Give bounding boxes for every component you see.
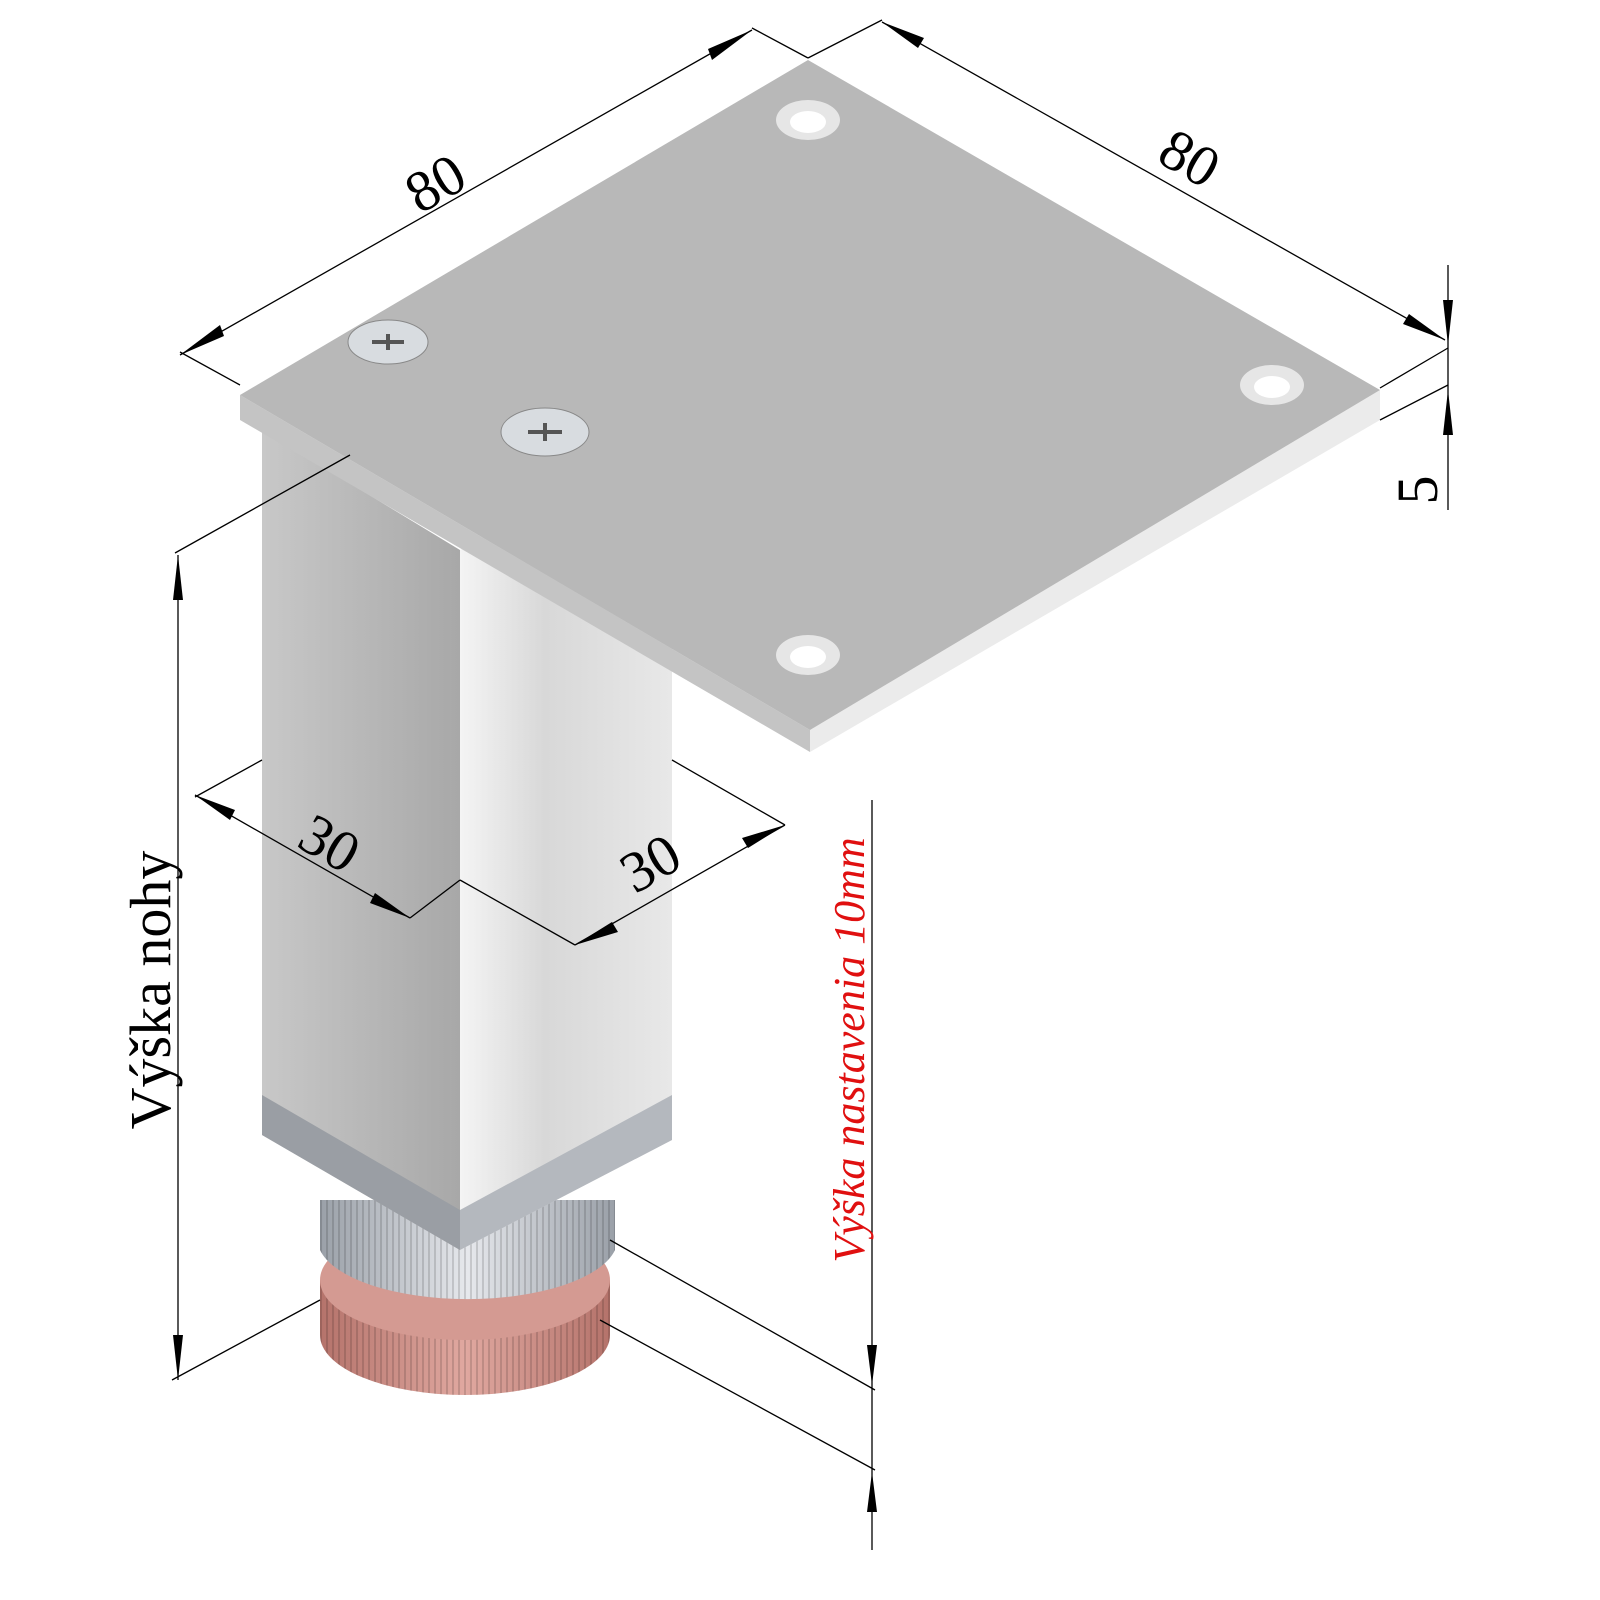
mounting-hole xyxy=(776,100,840,140)
dimension-lines xyxy=(171,19,1453,1550)
mounting-hole xyxy=(776,635,840,675)
plate-width-label: 80 xyxy=(394,140,477,225)
plate-thickness-label: 5 xyxy=(1385,476,1450,505)
screw-icon xyxy=(500,407,590,457)
adjustment-label: Výška nastavenia 10mm xyxy=(825,837,874,1262)
leg-height-label: Výška nohy xyxy=(118,851,183,1130)
plate-depth-label: 80 xyxy=(1148,115,1231,200)
mounting-hole xyxy=(1240,365,1304,405)
screw-icon xyxy=(347,319,429,365)
adjustable-foot xyxy=(320,1200,615,1395)
mounting-plate xyxy=(240,60,1380,752)
square-leg xyxy=(262,430,672,1250)
